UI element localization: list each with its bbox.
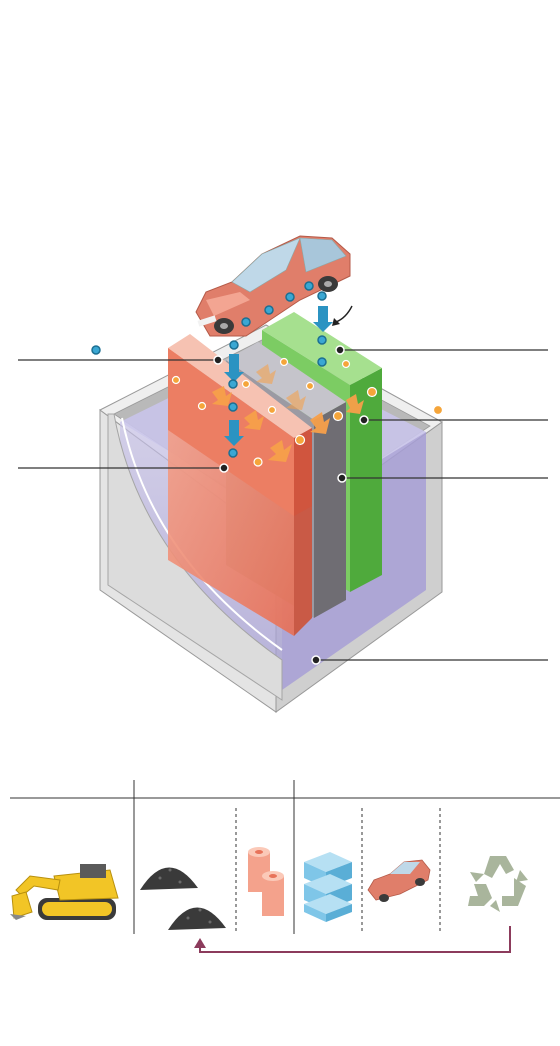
supply-chain	[10, 780, 560, 953]
electron-arrow-7	[286, 390, 306, 410]
electron-arrow-1	[268, 440, 292, 462]
recycle-return-arrow	[199, 926, 511, 953]
container-cutaway	[107, 413, 283, 701]
electrons	[171, 357, 444, 467]
rotation-arrow	[335, 305, 353, 323]
recycle-icon	[468, 856, 528, 912]
electron-arrow-6	[256, 364, 276, 384]
electron-arrow-3	[346, 394, 364, 414]
leader-endpoints	[213, 345, 369, 665]
ion-arrow-3	[313, 306, 333, 332]
electron-arrow-2	[310, 412, 330, 434]
electron-arrow-5	[244, 410, 264, 430]
ion-arrow-1	[224, 354, 244, 382]
leader-lines	[18, 349, 548, 661]
lithium-ions	[91, 281, 327, 458]
electron-arrow-4	[212, 386, 232, 406]
graphite-pile-icon	[140, 867, 226, 930]
ion-arrow-2	[224, 420, 244, 446]
small-car-icon	[367, 859, 431, 902]
excavator-icon	[10, 864, 119, 920]
copper-foil-roll-icon	[248, 847, 284, 916]
ion-flow-arrows	[224, 306, 333, 446]
electron-flow-arrows	[212, 364, 364, 462]
car-icon	[195, 235, 351, 337]
electron-legend-dot	[432, 404, 444, 416]
ion-legend-dot	[91, 345, 101, 355]
battery-cell-stack-icon	[304, 852, 352, 922]
